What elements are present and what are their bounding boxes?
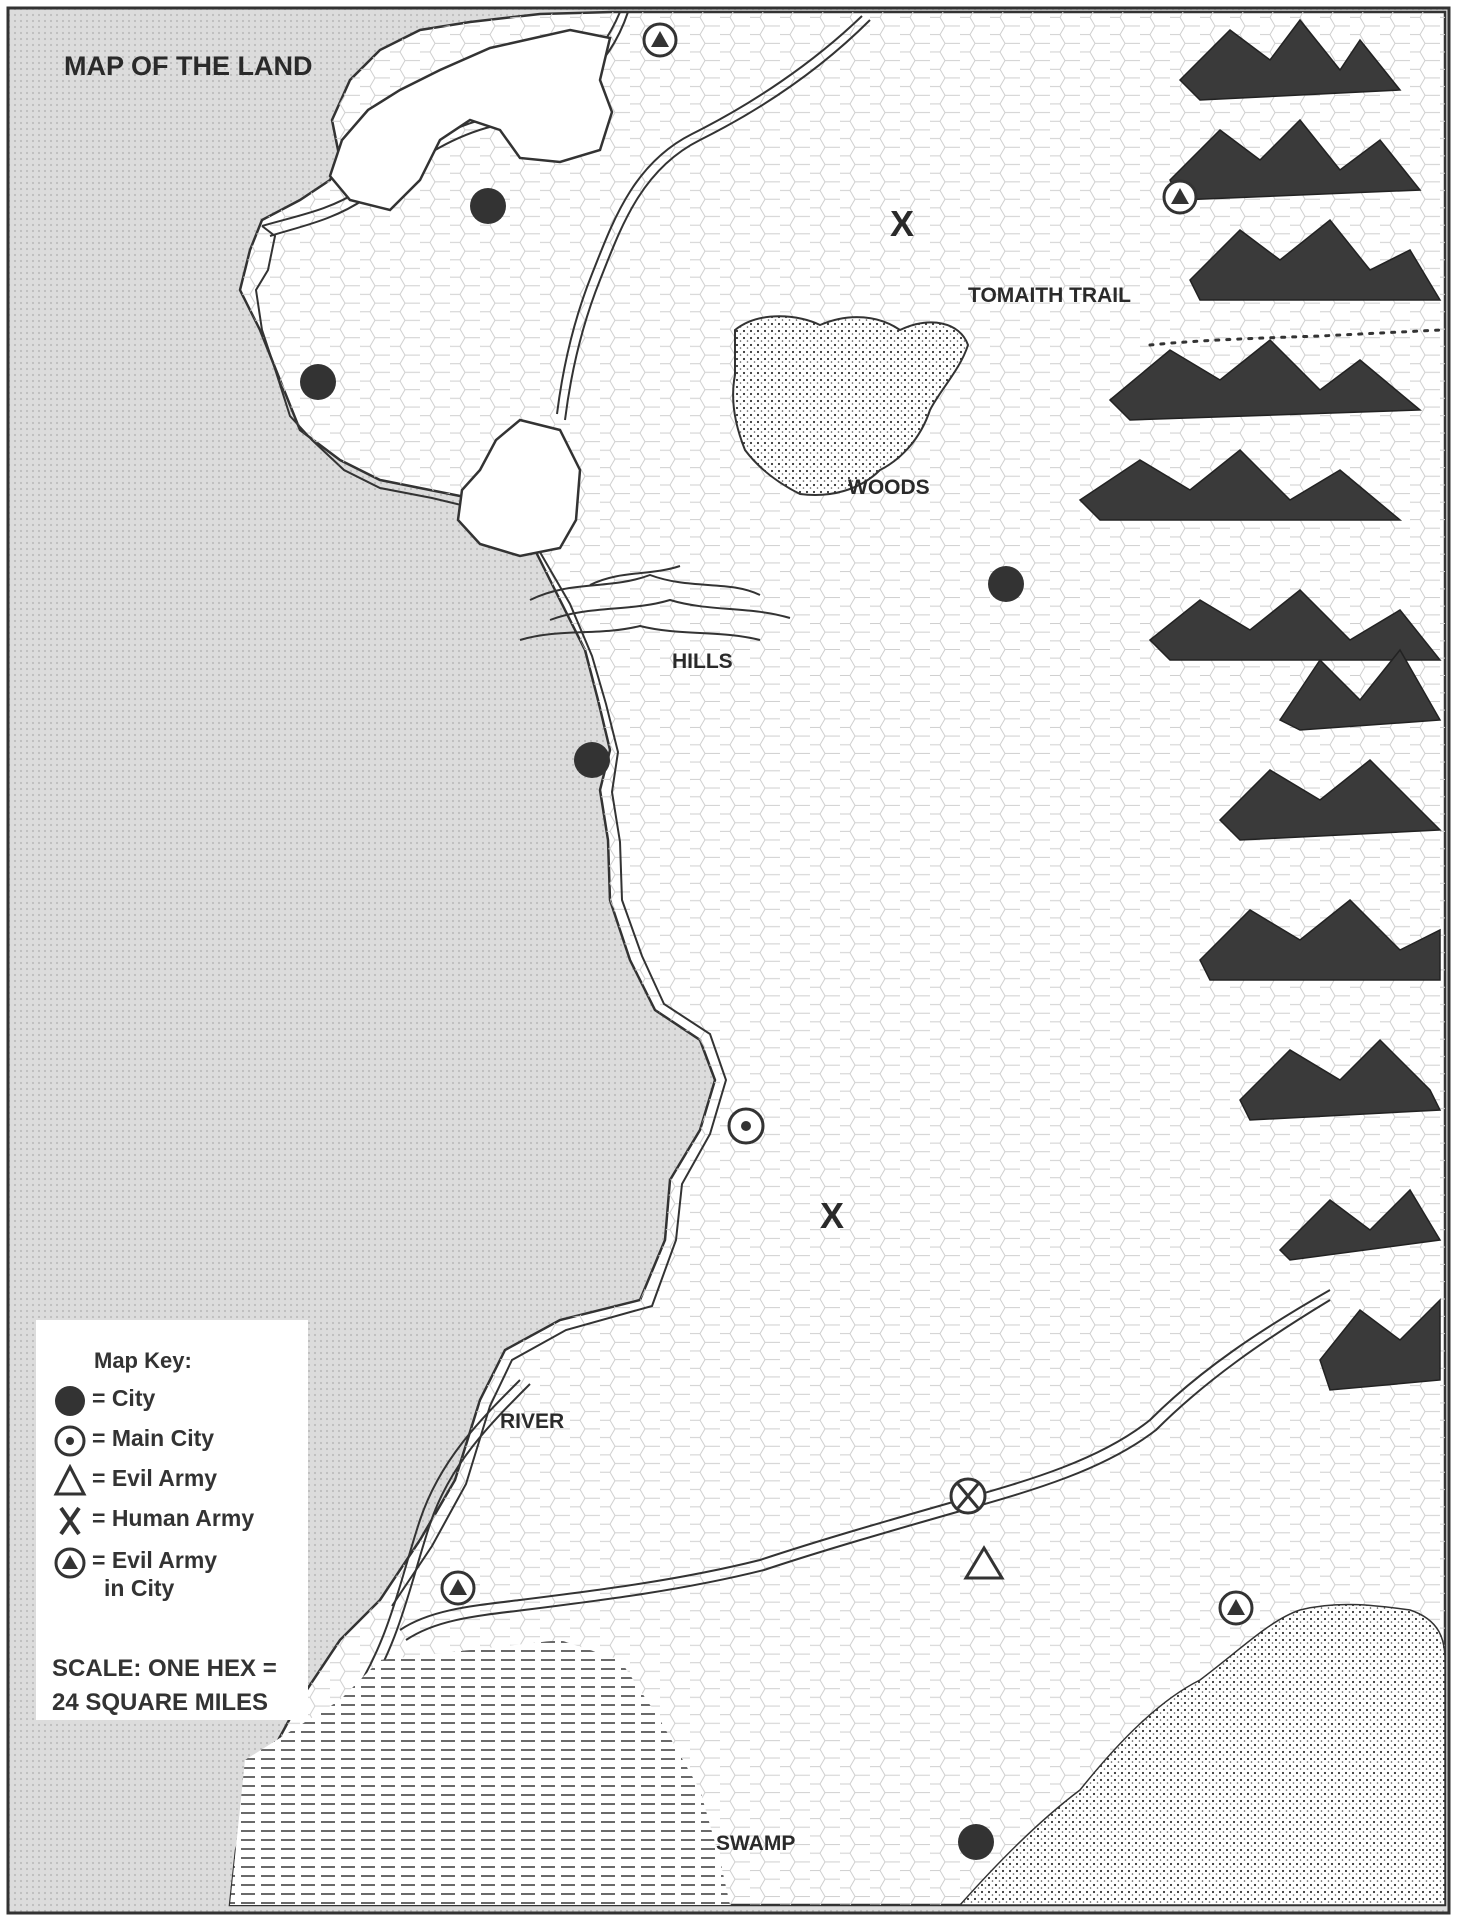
hills-area bbox=[519, 565, 791, 641]
evil-army-in-city-icon bbox=[50, 1546, 90, 1580]
human-army-icon bbox=[50, 1504, 90, 1538]
human-army-marker: X bbox=[890, 203, 914, 244]
human-army-in-city-marker bbox=[949, 1477, 987, 1515]
legend-label-evil-army: = Evil Army bbox=[92, 1465, 218, 1491]
main-city-marker bbox=[727, 1107, 765, 1145]
map-key-title: Map Key: bbox=[94, 1348, 192, 1373]
lake-north bbox=[328, 28, 614, 212]
label-river: RIVER bbox=[500, 1410, 564, 1433]
woods-area bbox=[732, 315, 970, 496]
label-tomaith-trail: TOMAITH TRAIL bbox=[968, 284, 1131, 307]
map-scale-line2: 24 SQUARE MILES bbox=[52, 1689, 269, 1716]
city-marker bbox=[988, 566, 1024, 602]
swamp-area bbox=[230, 1640, 730, 1905]
label-woods: WOODS bbox=[848, 476, 930, 499]
human-army-marker: X bbox=[820, 1195, 844, 1236]
city-icon bbox=[50, 1384, 90, 1418]
label-swamp: SWAMP bbox=[716, 1832, 795, 1855]
legend-label-human-army: = Human Army bbox=[92, 1505, 255, 1531]
evil-army-in-city-markers bbox=[440, 22, 1254, 1626]
evil-army-icon bbox=[50, 1464, 90, 1498]
map-scale-line1: SCALE: ONE HEX = bbox=[52, 1655, 277, 1682]
legend-row-evil-army-in-city: = Evil Army in City bbox=[50, 1546, 217, 1602]
forest-area bbox=[958, 1603, 1446, 1906]
legend-label-evil-army-in-city-line2: in City bbox=[104, 1575, 175, 1601]
city-marker bbox=[300, 364, 336, 400]
coastline-inner bbox=[254, 225, 728, 1607]
evil-army-marker bbox=[963, 1545, 1005, 1580]
main-city-icon bbox=[50, 1424, 90, 1458]
legend-row-city: = City bbox=[50, 1384, 155, 1418]
legend-row-main-city: = Main City bbox=[50, 1424, 214, 1458]
legend-label-evil-army-in-city: = Evil Army in City bbox=[92, 1546, 217, 1602]
legend-row-human-army: = Human Army bbox=[50, 1504, 254, 1538]
mountain-range bbox=[1078, 18, 1442, 1391]
legend-row-evil-army: = Evil Army bbox=[50, 1464, 217, 1498]
legend-label-city: = City bbox=[92, 1385, 156, 1411]
legend-label-evil-army-in-city-line1: = Evil Army bbox=[92, 1547, 218, 1573]
legend-label-main-city: = Main City bbox=[92, 1425, 215, 1451]
city-marker bbox=[574, 742, 610, 778]
city-marker bbox=[470, 188, 506, 224]
tomaith-trail-line bbox=[1148, 328, 1442, 347]
map-title: MAP OF THE LAND bbox=[64, 51, 313, 81]
city-marker bbox=[958, 1824, 994, 1860]
map-scale: SCALE: ONE HEX = 24 SQUARE MILES bbox=[52, 1652, 277, 1720]
label-hills: HILLS bbox=[672, 650, 733, 673]
map-key: Map Key: = City = Main City = Evil Army … bbox=[36, 1320, 308, 1720]
cities bbox=[300, 188, 1024, 1860]
lake-central bbox=[456, 418, 582, 558]
